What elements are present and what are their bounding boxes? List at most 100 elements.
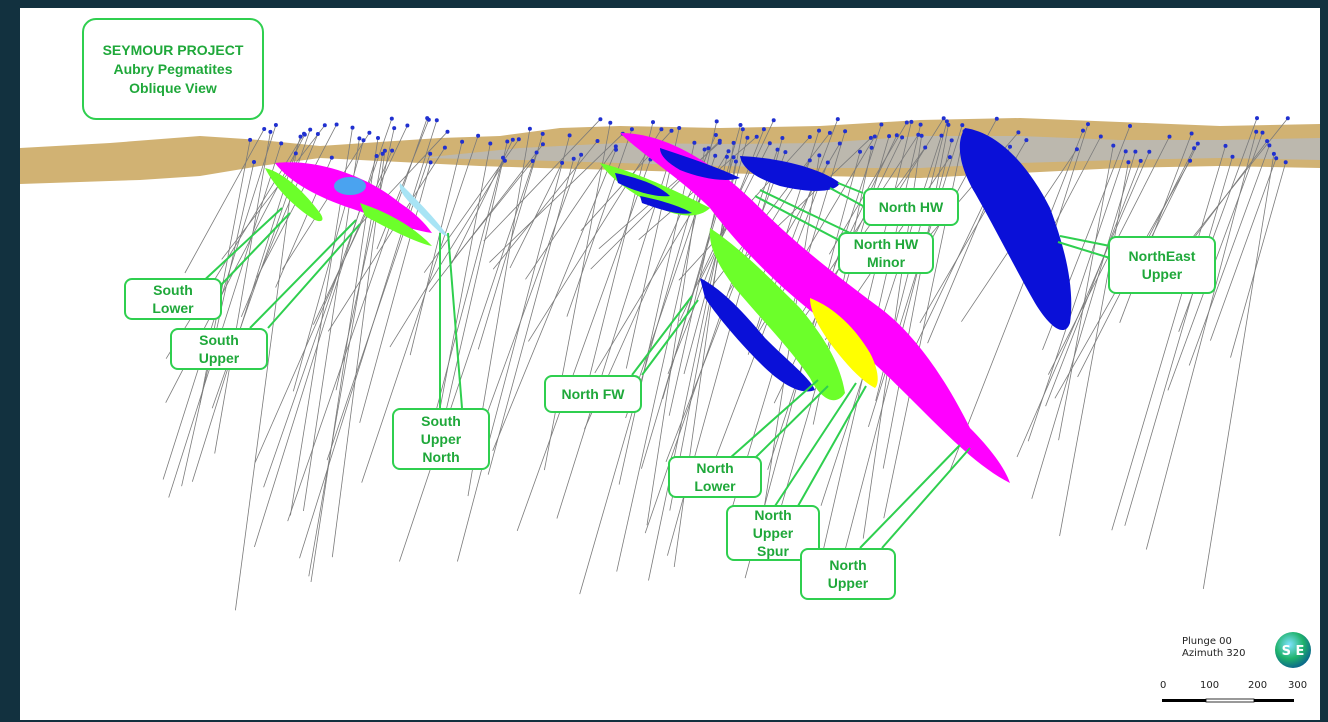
drillhole-collar bbox=[745, 135, 750, 140]
drillhole-collar bbox=[706, 146, 711, 151]
drillhole-collar bbox=[713, 133, 718, 137]
drillhole-trace bbox=[509, 162, 563, 269]
drillhole-collar bbox=[1128, 124, 1132, 128]
drillhole-collar bbox=[724, 154, 729, 159]
drillhole-collar bbox=[298, 134, 303, 139]
drillhole-collar bbox=[516, 137, 521, 142]
drillhole-trace bbox=[484, 154, 582, 421]
drillhole-collar bbox=[817, 128, 821, 133]
drillhole-collar bbox=[702, 147, 707, 152]
drillhole-collar bbox=[1255, 116, 1259, 121]
azimuth-label: Azimuth 320 bbox=[1182, 648, 1246, 659]
callout-north-upper: North Upper bbox=[800, 548, 896, 600]
drillhole-trace bbox=[702, 162, 829, 492]
callout-text: North bbox=[696, 460, 734, 476]
north-hw-body bbox=[740, 156, 840, 191]
drillhole-collar bbox=[293, 151, 298, 156]
drillhole-collar bbox=[1016, 130, 1021, 135]
drillhole-collar bbox=[659, 127, 664, 132]
drillhole-collar bbox=[783, 150, 788, 155]
drillhole-trace bbox=[662, 124, 741, 400]
drillhole-collar bbox=[713, 153, 718, 158]
drillhole-collar bbox=[858, 149, 862, 154]
north-upper-spur-body bbox=[810, 298, 878, 388]
drillhole-collar bbox=[571, 156, 576, 161]
callout-text: North FW bbox=[561, 386, 625, 402]
callout-north-hw-minor: North HW Minor bbox=[838, 232, 934, 274]
callout-text: South bbox=[199, 332, 239, 348]
drillhole-trace bbox=[1202, 153, 1275, 589]
callout-text: NorthEast bbox=[1128, 248, 1196, 264]
drillhole-collar bbox=[771, 118, 776, 123]
drillhole-collar bbox=[367, 130, 372, 135]
drillhole-collar bbox=[1024, 138, 1029, 143]
drillhole-collar bbox=[510, 137, 515, 142]
drillhole-collar bbox=[540, 142, 545, 147]
title-line-3: Oblique View bbox=[129, 79, 217, 96]
south-blue-lens bbox=[334, 177, 366, 195]
drillhole-trace bbox=[1016, 151, 1150, 458]
drillhole-collar bbox=[1123, 149, 1128, 154]
drillhole-collar bbox=[651, 120, 655, 125]
callout-text: North bbox=[829, 557, 867, 573]
drillhole-collar bbox=[460, 139, 465, 144]
callout-south-lower: South Lower bbox=[124, 278, 222, 320]
drillhole-trace bbox=[168, 143, 282, 498]
drillhole-collar bbox=[579, 152, 584, 157]
drillhole-trace bbox=[361, 135, 479, 483]
drillhole-collar bbox=[909, 119, 914, 124]
callout-south-upper-north: South Upper North bbox=[392, 408, 490, 470]
drillhole-trace bbox=[437, 141, 508, 447]
title-line-1: SEYMOUR PROJECT bbox=[102, 41, 244, 58]
drillhole-collar bbox=[1008, 144, 1012, 149]
callout-leaders bbox=[197, 182, 1111, 549]
oblique-view-scene bbox=[20, 116, 1320, 611]
drillhole-collar bbox=[692, 140, 697, 145]
drillhole-collar bbox=[868, 135, 873, 140]
drillhole-collar bbox=[505, 139, 510, 144]
drillhole-collar bbox=[761, 127, 766, 132]
view-panel: SEYMOUR PROJECT Aubry Pegmatites Oblique… bbox=[20, 8, 1320, 720]
drillhole-collar bbox=[252, 160, 256, 164]
title-line-2: Aubry Pegmatites bbox=[113, 60, 233, 77]
drillhole-collar bbox=[527, 126, 532, 131]
drillhole-collar bbox=[939, 133, 944, 138]
scale-tick-200: 200 bbox=[1248, 680, 1268, 691]
drillhole-collar bbox=[273, 123, 278, 127]
drillhole-collar bbox=[502, 158, 507, 163]
callout-north-hw: North HW bbox=[863, 188, 959, 226]
drillhole-collar bbox=[731, 140, 736, 145]
drillhole-trace bbox=[184, 128, 265, 274]
drillhole-collar bbox=[1223, 143, 1228, 148]
drillhole-trace bbox=[868, 124, 963, 428]
drillhole-collar bbox=[894, 133, 899, 138]
drillhole-trace bbox=[181, 161, 255, 487]
drillhole-trace bbox=[1188, 145, 1270, 366]
drillhole-collar bbox=[941, 116, 946, 121]
drillhole-collar bbox=[614, 147, 618, 152]
northeast-upper-body bbox=[959, 128, 1072, 331]
drillhole-trace bbox=[625, 155, 716, 419]
callout-text: North bbox=[754, 507, 792, 523]
drillhole-collar bbox=[1167, 134, 1172, 139]
drillhole-collar bbox=[501, 155, 505, 160]
drillhole-collar bbox=[248, 137, 253, 142]
drillhole-collar bbox=[392, 126, 397, 131]
callout-text: Lower bbox=[152, 300, 194, 316]
drillhole-collar bbox=[567, 133, 572, 138]
drillhole-trace bbox=[487, 158, 575, 475]
plunge-label: Plunge 00 bbox=[1182, 636, 1232, 647]
callout-text: Minor bbox=[866, 254, 906, 270]
drillhole-collar bbox=[949, 138, 954, 143]
scale-tick-0: 0 bbox=[1160, 680, 1167, 691]
drillhole-collar bbox=[595, 139, 600, 143]
drillhole-collar bbox=[879, 122, 884, 127]
drillhole-collar bbox=[1138, 158, 1143, 163]
drillhole-trace bbox=[1210, 158, 1277, 341]
drillhole-trace bbox=[566, 129, 633, 317]
drillhole-collar bbox=[1189, 131, 1194, 136]
drillhole-collar bbox=[428, 160, 433, 165]
drillhole-collar bbox=[726, 149, 731, 154]
scale-tick-300: 300 bbox=[1288, 680, 1308, 691]
drillhole-collar bbox=[613, 144, 618, 149]
